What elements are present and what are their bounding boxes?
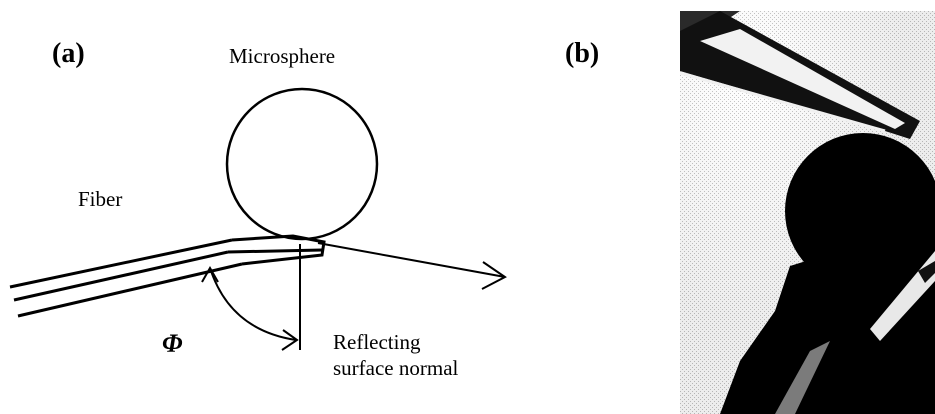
fiber-label: Fiber <box>78 187 123 211</box>
angle-phi-label: Φ <box>162 329 183 358</box>
fiber-shape <box>9 234 326 318</box>
microsphere-circle <box>225 87 379 241</box>
normal-label-line2: surface normal <box>333 356 459 380</box>
photo-stem <box>720 221 935 414</box>
angle-arc-arrow <box>201 265 299 351</box>
normal-label-line1: Reflecting <box>333 330 421 354</box>
microsphere-label: Microsphere <box>229 44 336 68</box>
panel-b-photo <box>680 11 935 414</box>
panel-b-label: (b) <box>565 38 600 69</box>
panel-a-label: (a) <box>52 38 85 69</box>
reflected-ray-arrow <box>317 242 507 290</box>
